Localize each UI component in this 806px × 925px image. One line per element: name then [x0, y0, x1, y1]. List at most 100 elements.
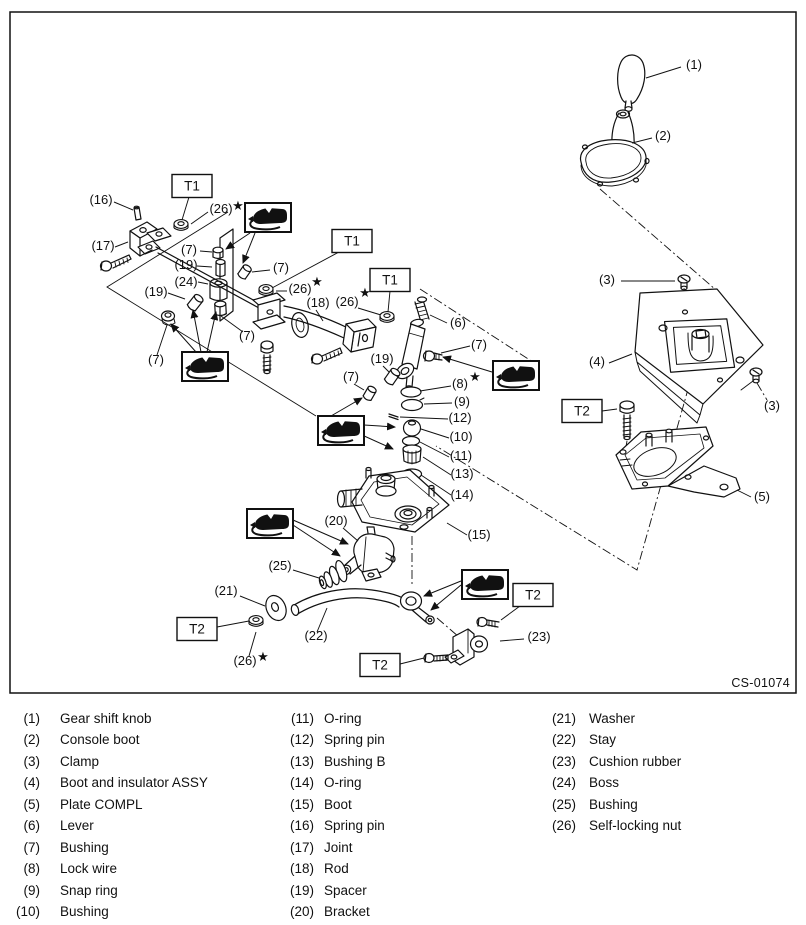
nut-26-d — [248, 615, 264, 627]
legend-item: (1) Gear shift knob — [8, 711, 208, 732]
part-bushing-stack — [160, 246, 252, 326]
callout-label: (7) — [148, 352, 164, 367]
part-bolt-cushion-bottom — [423, 652, 449, 664]
grease-icon — [181, 351, 229, 382]
legend-item-label: Spring pin — [324, 818, 385, 834]
callout-label: (16) — [89, 192, 112, 207]
legend-item-label: Boot and insulator ASSY — [60, 775, 208, 791]
part-gear-shift-knob — [617, 54, 646, 112]
part-bolt-joint — [99, 254, 132, 272]
grease-icon — [461, 569, 509, 600]
legend-item-label: Joint — [324, 839, 353, 855]
legend-item-number: (2) — [23, 732, 41, 748]
part-spring-pin-16 — [133, 205, 142, 221]
legend-item: (15)Boot — [278, 797, 386, 818]
legend-item-label: Gear shift knob — [60, 711, 152, 726]
legend-item: (20)Bracket — [278, 904, 386, 925]
callout-label: (14) — [450, 487, 473, 502]
legend-item-label: Self-locking nut — [589, 818, 682, 834]
legend-item-label: Spacer — [324, 882, 367, 898]
legend-item: (17)Joint — [278, 840, 386, 861]
legend-item: (13)Bushing B — [278, 754, 386, 775]
part-boot-insulator-assy — [634, 288, 764, 424]
legend-item-label: Spring pin — [324, 732, 385, 748]
legend-item-number: (9) — [23, 882, 41, 898]
torque-box-t1: T1 — [331, 228, 373, 254]
legend-item-number: (12) — [289, 732, 314, 748]
legend-item: (5) Plate COMPL — [8, 797, 208, 818]
figure-code: CS-01074 — [731, 676, 790, 690]
legend-item-label: Boss — [589, 775, 620, 791]
center-lines — [411, 188, 768, 638]
callout-label: (11) — [450, 448, 472, 463]
legend-item-number: (23) — [551, 753, 576, 769]
legend-item: (18)Rod — [278, 861, 386, 882]
callout-label: (5) — [754, 489, 770, 504]
legend-item-number: (21) — [551, 711, 576, 726]
part-clamp-screw-right — [740, 367, 763, 391]
legend-column-1: (1)Gear shift knob(2)Console boot(3)Clam… — [8, 711, 208, 925]
part-bracket-20 — [340, 526, 396, 582]
grease-arrows — [170, 232, 493, 611]
panel-edge-lines — [106, 211, 317, 417]
legend-item: (16)Spring pin — [278, 818, 386, 839]
callout-label: (9) — [454, 394, 470, 409]
torque-box-label: T1 — [382, 273, 398, 288]
part-console-boot — [579, 109, 650, 187]
part-boot-bracket — [336, 466, 450, 533]
star-icon: ★ — [469, 369, 481, 384]
legend-item-number: (8) — [23, 861, 41, 877]
callout-label: (26) — [288, 281, 311, 296]
callout-label: (7) — [343, 369, 359, 384]
legend-item-number: (14) — [289, 775, 314, 791]
legend-item-label: Bushing B — [324, 753, 386, 769]
callout-label: (19) — [144, 284, 167, 299]
legend-item-label: Clamp — [60, 753, 100, 769]
torque-box-t2: T2 — [512, 582, 554, 608]
legend-item-label: Washer — [589, 711, 636, 726]
legend-item: (8)Lock wire — [8, 861, 208, 882]
part-bolt-rod-right — [310, 347, 343, 365]
legend-item: (25)Bushing — [540, 797, 681, 818]
legend-item-number: (19) — [289, 882, 314, 898]
callout-label: (24) — [174, 274, 197, 289]
callout-label: (26) — [335, 294, 358, 309]
callout-label: (7) — [181, 242, 197, 257]
part-small-stack — [388, 386, 425, 480]
legend-item-label: Plate COMPL — [60, 796, 143, 812]
legend-item-number: (1) — [23, 711, 41, 726]
grease-icon — [246, 508, 294, 539]
callout-label: (3) — [764, 398, 780, 413]
legend-item-number: (5) — [23, 796, 41, 812]
legend-column-3: (21) Washer (22)Stay(23) Cushion rubber (24)… — [540, 711, 681, 840]
legend-item: (2) Console boot — [8, 732, 208, 753]
part-clamp-screw-top — [677, 274, 691, 291]
grease-icon — [492, 360, 540, 391]
callout-label: (8) — [452, 376, 468, 391]
torque-box-label: T2 — [189, 622, 205, 637]
part-bolt-cushion-right — [476, 616, 500, 628]
callout-label: (23) — [527, 629, 550, 644]
callout-label: (13) — [450, 466, 473, 481]
legend-item: (24)Boss — [540, 775, 681, 796]
part-stay — [290, 588, 435, 625]
legend-item-label: Console boot — [60, 732, 140, 748]
part-lever — [395, 296, 430, 390]
part-bushing-lever — [422, 350, 443, 362]
diagram-border — [9, 11, 797, 694]
legend-item-label: Bushing — [589, 796, 638, 812]
legend-item-label: Bushing — [60, 903, 109, 919]
legend-item-number: (10) — [15, 903, 40, 919]
callout-label: (19) — [370, 351, 393, 366]
legend-item-number: (11) — [290, 711, 314, 726]
legend-item: (22)Stay — [540, 732, 681, 753]
legend-item-number: (26) — [551, 818, 576, 834]
legend-item-label: Cushion rubber — [589, 753, 682, 769]
legend-item-number: (7) — [23, 839, 41, 855]
legend-item-number: (22) — [551, 732, 576, 748]
callout-label: (26) — [233, 653, 256, 668]
grease-icon — [317, 415, 365, 446]
callout-label: (1) — [686, 57, 702, 72]
legend-item-label: Boot — [324, 796, 352, 812]
part-spacer-lower — [362, 367, 401, 401]
